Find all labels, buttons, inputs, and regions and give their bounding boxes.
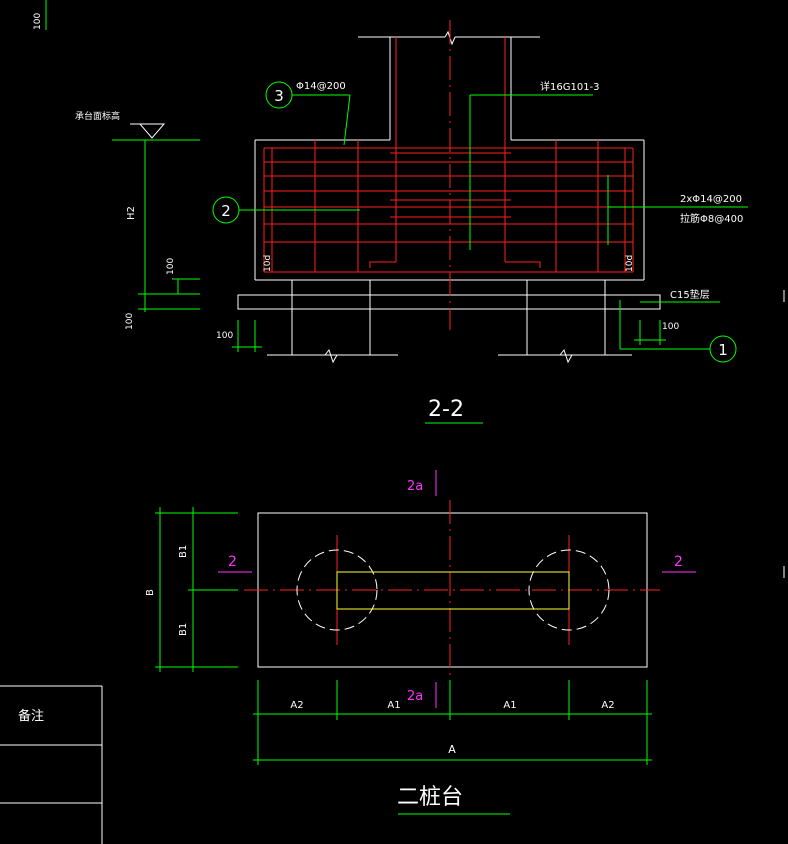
dim-b1-bottom-label: B1 <box>178 623 189 636</box>
dim-a1-left-label: A1 <box>387 700 400 711</box>
side-rebar-label-2: 拉筋Φ8@400 <box>680 212 743 225</box>
plan-horizontal-dimensions <box>253 680 652 765</box>
dim-a2-right-label: A2 <box>601 700 614 711</box>
dim-a2-left-label: A2 <box>290 700 303 711</box>
plan-title: 二桩台 <box>397 785 463 810</box>
marker-1-label: 1 <box>718 341 728 359</box>
elevation-label: 承台面标高 <box>75 110 120 122</box>
section-mark-left-label: 2 <box>228 554 237 570</box>
side-rebar-label-1: 2xΦ14@200 <box>680 194 742 205</box>
column-outline <box>358 30 540 140</box>
pile-edge-dimensions <box>232 320 666 352</box>
dim-100-d-label: 100 <box>662 322 679 332</box>
corner-dimension: 100 <box>33 0 47 30</box>
plan-centerlines <box>244 500 660 680</box>
section-mark-right-label: 2 <box>674 554 683 570</box>
piles <box>267 279 632 364</box>
h2-label: H2 <box>126 206 137 220</box>
dim-100-c-label: 100 <box>216 331 233 341</box>
dim-b-label: B <box>145 589 156 596</box>
section-marks <box>218 470 696 708</box>
section-mark-bottom-label: 2a <box>407 689 423 704</box>
marker-2-label: 2 <box>221 202 231 220</box>
dim-100-a-label: 100 <box>166 258 176 275</box>
ref-standard-label: 详16G101-3 <box>540 80 600 93</box>
cushion-label: C15垫层 <box>670 288 710 301</box>
plan-vertical-dimensions <box>155 507 238 672</box>
elevation-dimension <box>112 123 200 312</box>
tie-beam-plan <box>336 571 570 610</box>
notes-header: 备注 <box>18 708 44 724</box>
rebar-callouts <box>212 81 748 363</box>
10d-left-label: 10d <box>263 255 273 272</box>
notes-table <box>0 685 103 844</box>
dim-a1-right-label: A1 <box>503 700 516 711</box>
cushion-layer <box>237 294 661 310</box>
rebar-top-label: Φ14@200 <box>296 81 346 92</box>
corner-dim-label: 100 <box>33 13 43 30</box>
dim-b1-top-label: B1 <box>178 545 189 558</box>
section-2-2: 3 Φ14@200 2 1 详16G101-3 2xΦ14@200 拉筋Φ8@4… <box>75 20 748 424</box>
dim-100-b-label: 100 <box>125 313 135 330</box>
10d-right-label: 10d <box>625 255 635 272</box>
plan-view: 2a 2a 2 2 B B1 B1 A2 A1 A1 A2 A 二桩台 <box>145 470 696 815</box>
section-mark-top-label: 2a <box>407 479 423 494</box>
pile-circles <box>296 549 610 631</box>
dim-a-label: A <box>448 743 456 756</box>
rebar-grid <box>263 37 634 273</box>
marker-3-label: 3 <box>274 87 284 105</box>
section-title: 2-2 <box>428 397 464 422</box>
